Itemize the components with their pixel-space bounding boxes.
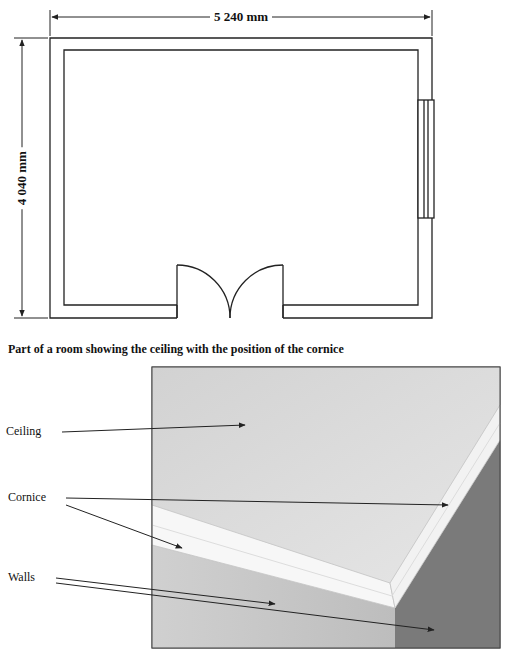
cornice xyxy=(390,405,500,608)
part-label: Cornice xyxy=(8,491,46,504)
extension-line xyxy=(14,38,48,39)
right-wall xyxy=(395,440,500,648)
door-swing xyxy=(230,265,283,318)
dimension-label: 5 240 mm xyxy=(210,10,272,24)
leader-arrow xyxy=(66,498,448,505)
window-pane xyxy=(423,100,424,218)
cornice xyxy=(152,505,395,608)
door-leaf xyxy=(282,265,283,318)
door-swing xyxy=(177,265,230,318)
cornice-moulding xyxy=(392,423,500,596)
extension-line xyxy=(432,10,433,36)
photo-heading: Part of a room showing the ceiling with … xyxy=(8,343,344,356)
photo-frame xyxy=(152,367,500,648)
extension-line xyxy=(50,10,51,36)
room-photo xyxy=(152,367,500,648)
leader-lines xyxy=(56,425,448,630)
dimension-lines xyxy=(14,10,432,318)
leader-arrow xyxy=(66,505,182,548)
part-label: Walls xyxy=(8,571,35,584)
window-pane xyxy=(427,100,428,218)
extension-line xyxy=(14,318,48,319)
outer-wall xyxy=(50,38,432,318)
inner-wall xyxy=(64,50,418,305)
floor-plan xyxy=(50,38,434,318)
part-label: Ceiling xyxy=(6,425,41,438)
window xyxy=(418,100,434,218)
leader-arrow xyxy=(56,578,275,604)
door-leaf xyxy=(176,265,177,318)
dimension-label: 4 040 mm xyxy=(15,147,29,209)
leader-arrow xyxy=(62,425,245,432)
photo-border xyxy=(152,367,500,648)
leader-arrow xyxy=(56,583,434,630)
cornice-moulding xyxy=(152,525,392,596)
